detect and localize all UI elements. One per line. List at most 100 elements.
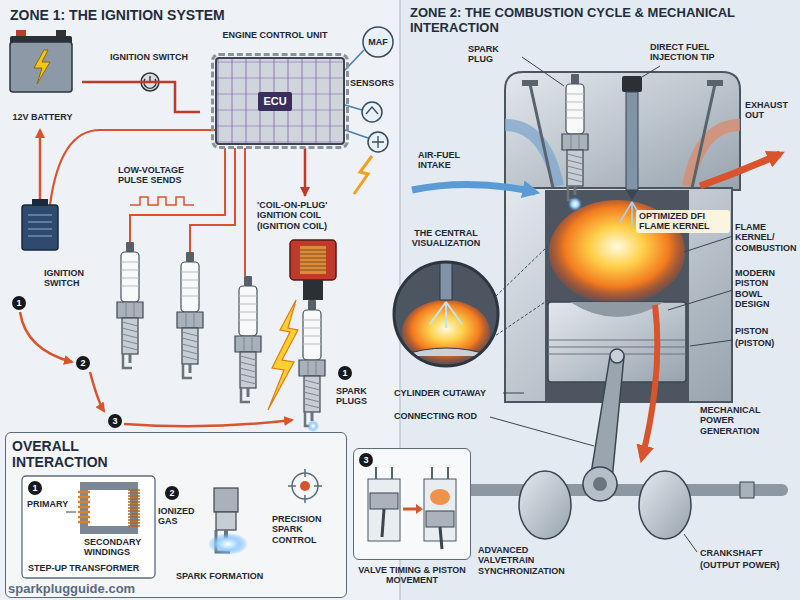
inset-frame: [403, 508, 416, 511]
piston-and-rod: [590, 356, 624, 480]
node-heading: 12V BATTERY: [5, 112, 80, 122]
callout-number: 1: [12, 296, 26, 310]
watermark: sparkplugguide.com: [8, 582, 135, 597]
overall-panel-drawing: [128, 490, 140, 526]
inset-frame: [426, 511, 454, 527]
ignition-coil-drawing: [303, 280, 323, 300]
node-heading: THE CENTRAL VISUALIZATION: [390, 228, 502, 249]
low-voltage-wires: [50, 130, 215, 205]
callout-number: 3: [359, 453, 373, 467]
spark-plug-and-injector: [568, 197, 582, 211]
leader-lines: [684, 236, 733, 252]
spark-plug-and-injector: [562, 74, 644, 226]
overall-panel-drawing: [216, 512, 236, 530]
sensor-icons: [345, 50, 368, 138]
magnifier-circle: [390, 228, 502, 370]
callout-arrows: [20, 312, 72, 362]
zone-heading: ZONE 1: THE IGNITION SYSTEM: [10, 7, 225, 23]
part-label: FLAME KERNEL/ COMBUSTION: [735, 222, 796, 253]
crankshaft-drawing: [740, 482, 754, 498]
piston-and-rod: [570, 302, 664, 317]
sensor-icons: [354, 156, 372, 194]
overall-panel-drawing: [84, 486, 134, 530]
callout-number: 1: [28, 481, 42, 495]
valve-timing-inset: VALVE TIMING & PISTON MOVEMENT: [353, 448, 471, 598]
crankshaft-drawing: [583, 467, 617, 501]
overall-panel-drawing: [5, 432, 347, 598]
part-label: STEP-UP TRANSFORMER: [28, 563, 139, 573]
overall-panel-drawing: [208, 533, 248, 555]
leader-lines: [66, 512, 76, 513]
leader-lines: [522, 57, 564, 86]
leader-lines: [668, 290, 733, 310]
spark-plug-and-injector: [626, 92, 638, 190]
inset-frame: [432, 467, 448, 479]
magnifier-circle: [440, 262, 452, 300]
leader-lines: [496, 246, 548, 296]
background: [0, 0, 400, 600]
node-heading: VALVE TIMING & PISTON MOVEMENT: [355, 565, 469, 586]
sensor-icons: [363, 27, 393, 57]
inset-frame: [430, 489, 450, 505]
cylinder-head: [505, 72, 740, 190]
part-label: OPTIMIZED DFI FLAME KERNEL: [636, 210, 730, 233]
sensor-icons: [366, 107, 378, 114]
ignition-coil-drawing: [300, 250, 326, 270]
battery-drawing: [16, 30, 26, 37]
piston-and-rod: [548, 302, 686, 480]
overall-panel-drawing: [300, 481, 310, 491]
cylinder-head: [522, 80, 538, 86]
callout-number: 2: [165, 486, 179, 500]
chip-label: ECU: [258, 92, 292, 111]
inset-frame: [354, 449, 469, 558]
lightning-bolt: [268, 300, 298, 410]
part-label: PRIMARY: [27, 499, 68, 509]
flow-arrows: [642, 305, 657, 458]
magnifier-circle: [390, 228, 502, 370]
part-label: AIR-FUEL INTAKE: [418, 150, 488, 171]
piston-and-rod: [610, 349, 624, 363]
leader-lines: [642, 66, 660, 77]
part-label: SENSORS: [350, 78, 394, 88]
spark-plug-drawings: [235, 276, 261, 402]
battery-unit: 12V BATTERY: [5, 30, 82, 125]
panel-heading: OVERALL INTERACTION: [12, 438, 132, 470]
part-label: CRANKSHAFT: [700, 548, 763, 558]
part-label: CONNECTING ROD: [394, 411, 477, 421]
sensor-icons: [372, 136, 384, 148]
crankshaft-drawing: [470, 484, 782, 496]
wire-connector: [304, 148, 307, 196]
spark-plug-and-injector: [626, 190, 638, 200]
coil-pack: [22, 199, 58, 250]
inset-frame: [440, 527, 442, 549]
battery-drawing: [10, 42, 72, 92]
leader-lines: [690, 340, 733, 346]
inset-frame: [376, 467, 392, 479]
leader-lines: [490, 417, 594, 446]
part-label: MODERN PISTON BOWL DESIGN: [735, 268, 796, 309]
spark-plug-drawings: [117, 242, 325, 432]
crankshaft-drawing: [519, 471, 571, 539]
overall-panel-drawing: [78, 492, 90, 522]
part-label: PRECISION SPARK CONTROL: [272, 514, 342, 545]
part-label: SPARK FORMATION: [176, 571, 263, 581]
part-label: MECHANICAL POWER GENERATION: [700, 405, 792, 436]
engine-control-unit: ENGINE CONTROL UNITECU: [200, 30, 352, 148]
flow-arrows: [700, 154, 780, 186]
inset-frame: [368, 479, 400, 541]
part-label: EXHAUST OUT: [745, 100, 795, 121]
callout-arrows: [90, 372, 104, 411]
low-voltage-wires: [40, 130, 245, 276]
part-label: (PISTON): [735, 338, 774, 348]
sensor-icons: [362, 102, 382, 122]
spark-plug-drawings: [177, 252, 203, 378]
node-heading: 'COIL-ON-PLUG' IGNITION COIL (IGNITION C…: [257, 200, 349, 231]
inset-frame: [370, 493, 398, 509]
low-voltage-wires: [39, 130, 42, 205]
battery-drawing: [56, 30, 66, 37]
crankshaft-drawing: [639, 471, 691, 539]
coil-pack: [28, 215, 52, 236]
callout-number: 1: [338, 366, 352, 380]
leader-lines: [684, 534, 697, 552]
